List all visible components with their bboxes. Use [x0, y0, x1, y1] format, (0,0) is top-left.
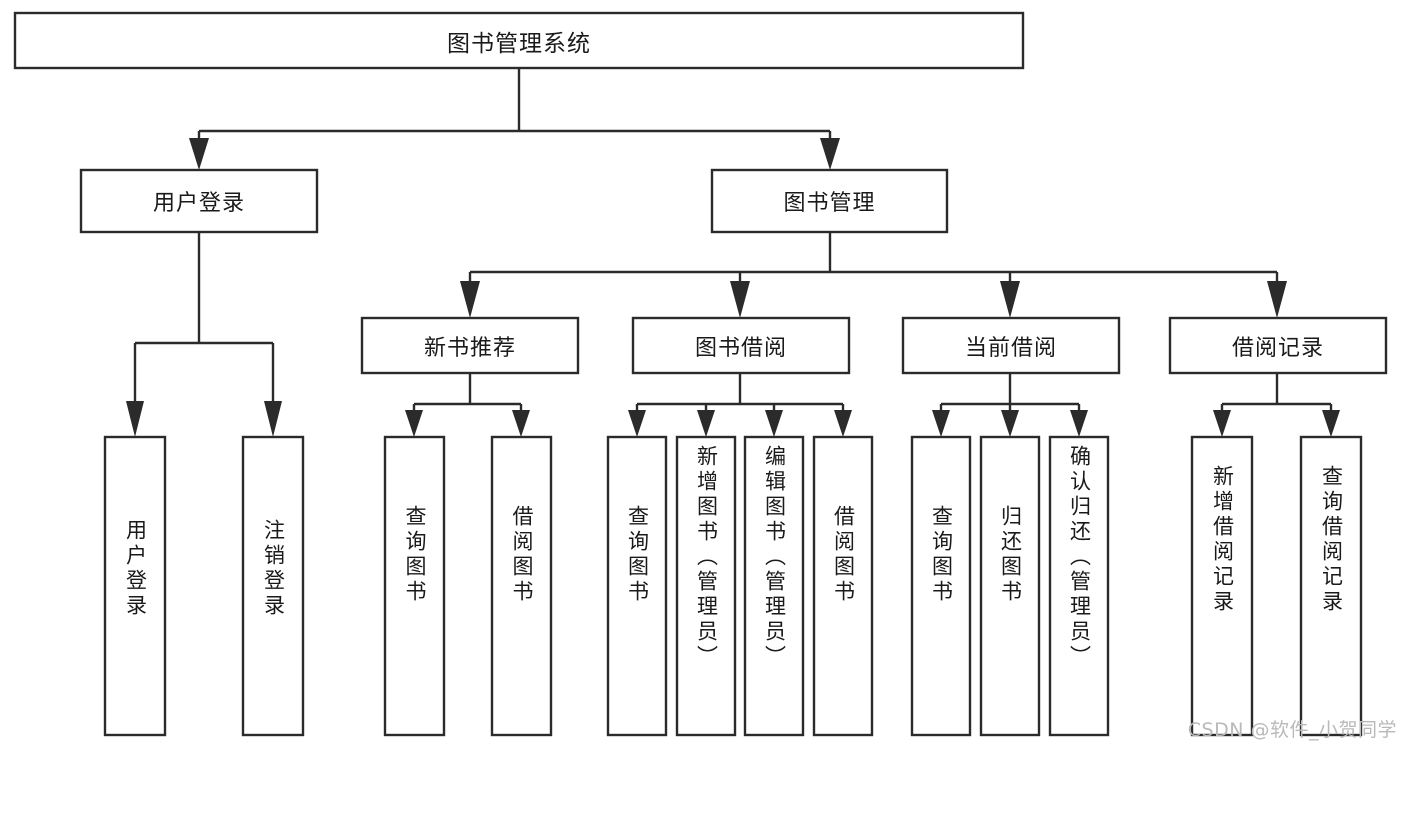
arrow-head-leaf-return-book: [1001, 410, 1019, 437]
node-box-leaf-user-login[interactable]: [103, 435, 167, 737]
node-box-root[interactable]: [13, 11, 1025, 70]
node-box-leaf-confirm-return[interactable]: [1048, 435, 1110, 737]
node-box-leaf-add-record[interactable]: [1190, 435, 1254, 737]
arrow-head-leaf-edit-book: [765, 410, 783, 437]
node-box-leaf-logout[interactable]: [241, 435, 305, 737]
arrow-head-borrow-record: [1267, 281, 1287, 318]
arrow-head-leaf-add-book: [697, 410, 715, 437]
arrow-head-leaf-add-record: [1213, 410, 1231, 437]
arrow-head-leaf-query-books-2: [628, 410, 646, 437]
node-box-leaf-add-book[interactable]: [675, 435, 737, 737]
arrow-head-user-login: [189, 138, 209, 170]
node-box-leaf-borrow-books-2[interactable]: [812, 435, 874, 737]
arrow-head-book-management: [820, 138, 840, 170]
node-box-leaf-return-book[interactable]: [979, 435, 1041, 737]
org-chart-diagram: 图书管理系统 用户登录 图书管理 新书推荐 图书借阅 当前借阅 借阅记录 用户登…: [13, 11, 1397, 741]
diagram-canvas: [13, 11, 1388, 737]
node-box-user-login[interactable]: [79, 168, 319, 234]
arrow-head-current-borrow: [1000, 281, 1020, 318]
arrow-head-leaf-borrow-books-2: [834, 410, 852, 437]
arrow-head-new-book-recommend: [460, 281, 480, 318]
arrow-head-leaf-confirm-return: [1070, 410, 1088, 437]
node-box-leaf-query-books-2[interactable]: [606, 435, 668, 737]
node-box-new-book-recommend[interactable]: [360, 316, 580, 375]
node-box-current-borrow[interactable]: [901, 316, 1121, 375]
node-box-book-management[interactable]: [710, 168, 949, 234]
node-box-leaf-edit-book[interactable]: [743, 435, 805, 737]
arrow-head-leaf-query-record: [1322, 410, 1340, 437]
node-box-book-borrow[interactable]: [631, 316, 851, 375]
node-box-leaf-query-books-3[interactable]: [910, 435, 972, 737]
node-box-leaf-query-books-1[interactable]: [383, 435, 446, 737]
arrow-head-leaf-logout: [264, 401, 282, 437]
node-box-borrow-record[interactable]: [1168, 316, 1388, 375]
arrow-head-leaf-user-login: [126, 401, 144, 437]
arrow-head-leaf-query-books-3: [932, 410, 950, 437]
node-box-leaf-borrow-books-1[interactable]: [490, 435, 553, 737]
arrow-head-book-borrow: [730, 281, 750, 318]
arrow-head-leaf-borrow-books-1: [512, 410, 530, 437]
node-box-leaf-query-record[interactable]: [1299, 435, 1363, 737]
arrow-head-leaf-query-books-1: [405, 410, 423, 437]
